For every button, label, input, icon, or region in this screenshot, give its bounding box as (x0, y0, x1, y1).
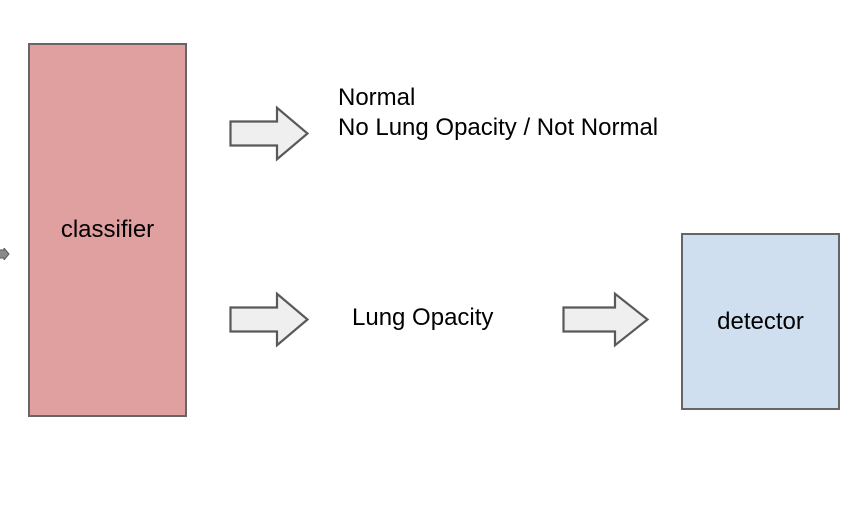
label-normal-branch: Normal No Lung Opacity / Not Normal (338, 83, 658, 143)
label-lung-opacity: Lung Opacity (352, 304, 494, 331)
input-arrowhead-icon (0, 248, 10, 260)
label-normal-line-1: Normal (338, 84, 416, 111)
arrow-lung-opacity-to-detector[interactable] (562, 291, 650, 348)
node-detector[interactable]: detector (681, 233, 840, 410)
right-block-arrow-icon (229, 105, 310, 162)
arrow-classifier-to-normal[interactable] (229, 105, 310, 162)
right-block-arrow-icon (229, 291, 310, 348)
arrow-classifier-to-lung-opacity[interactable] (229, 291, 310, 348)
label-normal-line-2: No Lung Opacity / Not Normal (338, 114, 659, 141)
node-classifier[interactable]: classifier (28, 43, 187, 417)
right-block-arrow-icon (562, 291, 650, 348)
node-classifier-label: classifier (60, 216, 155, 243)
node-detector-label: detector (717, 307, 804, 335)
